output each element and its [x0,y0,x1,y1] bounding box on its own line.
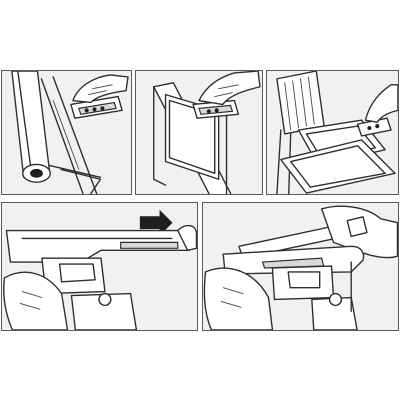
arrow-right-icon [139,209,173,236]
chair-seat-stapling-icon [276,71,398,194]
panel-4-stapler-loading [1,202,198,331]
panel-3-chair-seat-stapling [266,70,399,195]
stapler-closing-icon [203,205,398,330]
frame-stapling-icon [153,71,261,194]
panel-5-stapler-closing [202,202,399,331]
panel-1-roll-stapling [1,70,132,195]
roll-and-stapler-icon [11,71,129,194]
stapler-loading-arrow-icon [3,209,197,330]
panel-2-frame-stapling [135,70,263,195]
